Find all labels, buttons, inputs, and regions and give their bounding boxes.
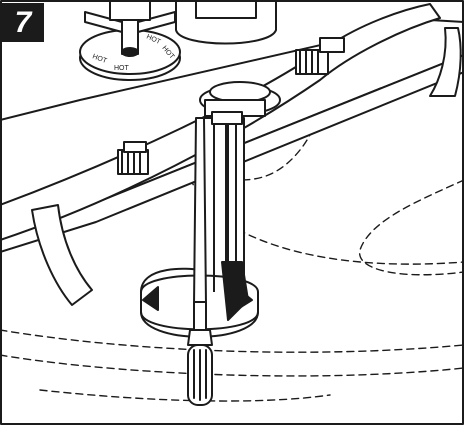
cross-handle	[79, 0, 181, 81]
bracket-leg-right	[429, 27, 462, 97]
bracket-leg-left	[31, 204, 93, 306]
supply-connector-right	[295, 37, 345, 75]
spout-base	[175, 0, 277, 45]
screwdriver	[187, 117, 213, 406]
mounting-hub	[199, 81, 281, 117]
step-number-badge: 7	[2, 3, 44, 42]
hot-label-2: HOT	[114, 65, 130, 72]
hot-label-1: HOT	[91, 53, 108, 65]
supply-connector-left	[117, 141, 149, 175]
